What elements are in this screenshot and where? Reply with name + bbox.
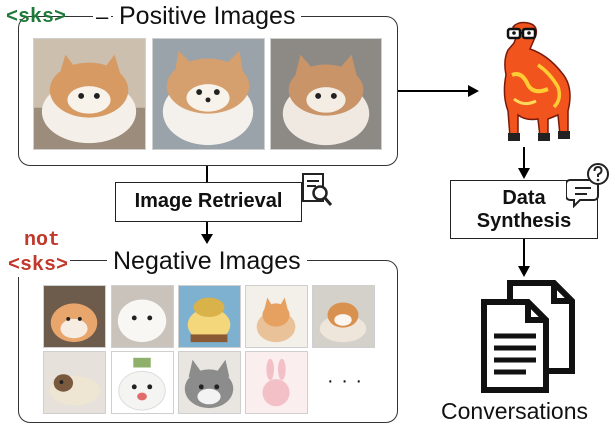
sks-token-positive: <sks> <box>6 6 67 29</box>
arrowhead-to-negative <box>201 234 213 244</box>
mascot-llama-icon <box>478 15 583 147</box>
not-label: not <box>24 229 61 252</box>
documents-icon <box>480 280 575 393</box>
negative-image-2 <box>111 285 174 348</box>
connector-mascot-to-synthesis <box>523 147 525 171</box>
title-dash: – <box>93 4 112 30</box>
arrowhead-to-mascot <box>468 85 479 97</box>
image-retrieval-box: Image Retrieval <box>115 182 302 222</box>
negative-image-6 <box>43 351 106 414</box>
negative-image-9 <box>245 351 308 414</box>
negative-image-3 <box>178 285 241 348</box>
image-retrieval-label: Image Retrieval <box>134 190 283 212</box>
arrowhead-to-documents <box>518 266 530 277</box>
negative-image-1 <box>43 285 106 348</box>
connector-positive-to-retrieval <box>206 166 208 182</box>
connector-positive-to-mascot <box>398 90 470 92</box>
document-search-icon <box>300 172 334 208</box>
positive-image-3 <box>270 38 382 150</box>
connector-retrieval-to-negative <box>206 222 208 236</box>
connector-synthesis-to-documents <box>523 239 525 269</box>
more-images-ellipsis: · · · <box>327 370 364 392</box>
negative-images-title: Negative Images <box>107 247 307 276</box>
positive-image-2 <box>152 38 265 150</box>
arrowhead-to-synthesis <box>518 168 530 179</box>
negative-image-5 <box>312 285 375 348</box>
data-synthesis-label-line2: Synthesis <box>476 210 572 232</box>
positive-image-1 <box>33 38 146 150</box>
data-synthesis-label-line1: Data <box>502 187 546 209</box>
positive-images-title: Positive Images <box>113 2 302 31</box>
negative-image-4 <box>245 285 308 348</box>
negative-image-7 <box>111 351 174 414</box>
negative-image-8 <box>178 351 241 414</box>
conversations-label: Conversations <box>441 398 589 424</box>
chat-question-icon <box>565 162 612 209</box>
sks-token-negative: <sks> <box>8 254 71 277</box>
